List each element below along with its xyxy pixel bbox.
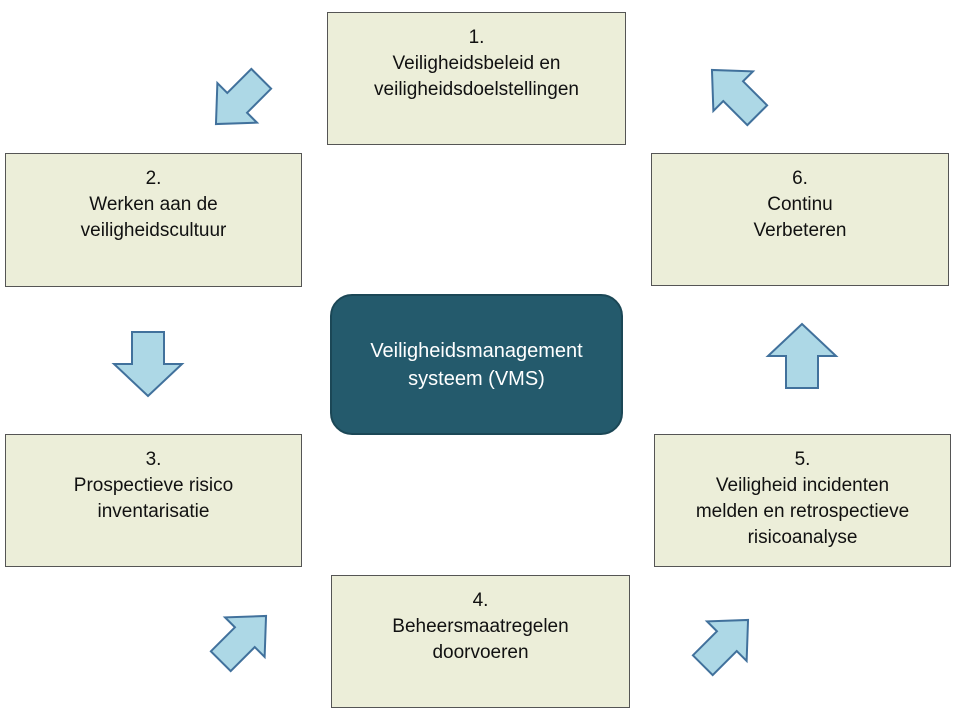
center-title-line-2: systeem (VMS) xyxy=(408,367,545,390)
step-6-line-2: Verbeteren xyxy=(753,220,847,241)
step-4-line-2: doorvoeren xyxy=(432,642,529,663)
step-2-line-2: veiligheidscultuur xyxy=(80,220,227,241)
step-2-box: 2. Werken aan de veiligheidscultuur xyxy=(5,153,302,287)
step-1-number: 1. xyxy=(468,27,485,48)
arrow-6-to-1-icon xyxy=(710,68,769,127)
center-title-line-1: Veiligheidsmanagement xyxy=(370,339,583,362)
step-2-number: 2. xyxy=(145,168,162,189)
center-vms-box: Veiligheidsmanagement systeem (VMS) xyxy=(330,294,623,435)
step-3-line-1: Prospectieve risico xyxy=(73,475,234,496)
arrow-5-to-6-icon xyxy=(765,322,839,389)
arrow-1-to-2-icon xyxy=(214,67,273,126)
arrow-4-to-5-icon xyxy=(691,618,750,677)
step-6-line-1: Continu xyxy=(767,194,833,215)
step-3-number: 3. xyxy=(145,449,162,470)
step-4-line-1: Beheersmaatregelen xyxy=(392,616,569,637)
step-1-line-2: veiligheidsdoelstellingen xyxy=(374,79,579,100)
step-4-box: 4. Beheersmaatregelen doorvoeren xyxy=(331,575,630,708)
step-2-line-1: Werken aan de xyxy=(89,194,218,215)
step-5-box: 5. Veiligheid incidenten melden en retro… xyxy=(654,434,951,567)
step-5-line-2: melden en retrospectieve xyxy=(695,501,910,522)
step-5-line-1: Veiligheid incidenten xyxy=(715,475,890,496)
step-1-box: 1. Veiligheidsbeleid en veiligheidsdoels… xyxy=(327,12,626,145)
step-6-box: 6. Continu Verbeteren xyxy=(651,153,949,286)
step-1-line-1: Veiligheidsbeleid en xyxy=(392,53,561,74)
step-6-number: 6. xyxy=(792,168,808,189)
step-3-box: 3. Prospectieve risico inventarisatie xyxy=(5,434,302,567)
step-3-line-2: inventarisatie xyxy=(97,501,210,522)
step-5-number: 5. xyxy=(794,449,811,470)
arrow-2-to-3-icon xyxy=(111,331,185,398)
step-4-number: 4. xyxy=(472,590,489,611)
step-5-line-3: risicoanalyse xyxy=(747,527,858,548)
arrow-3-to-4-icon xyxy=(209,614,268,673)
